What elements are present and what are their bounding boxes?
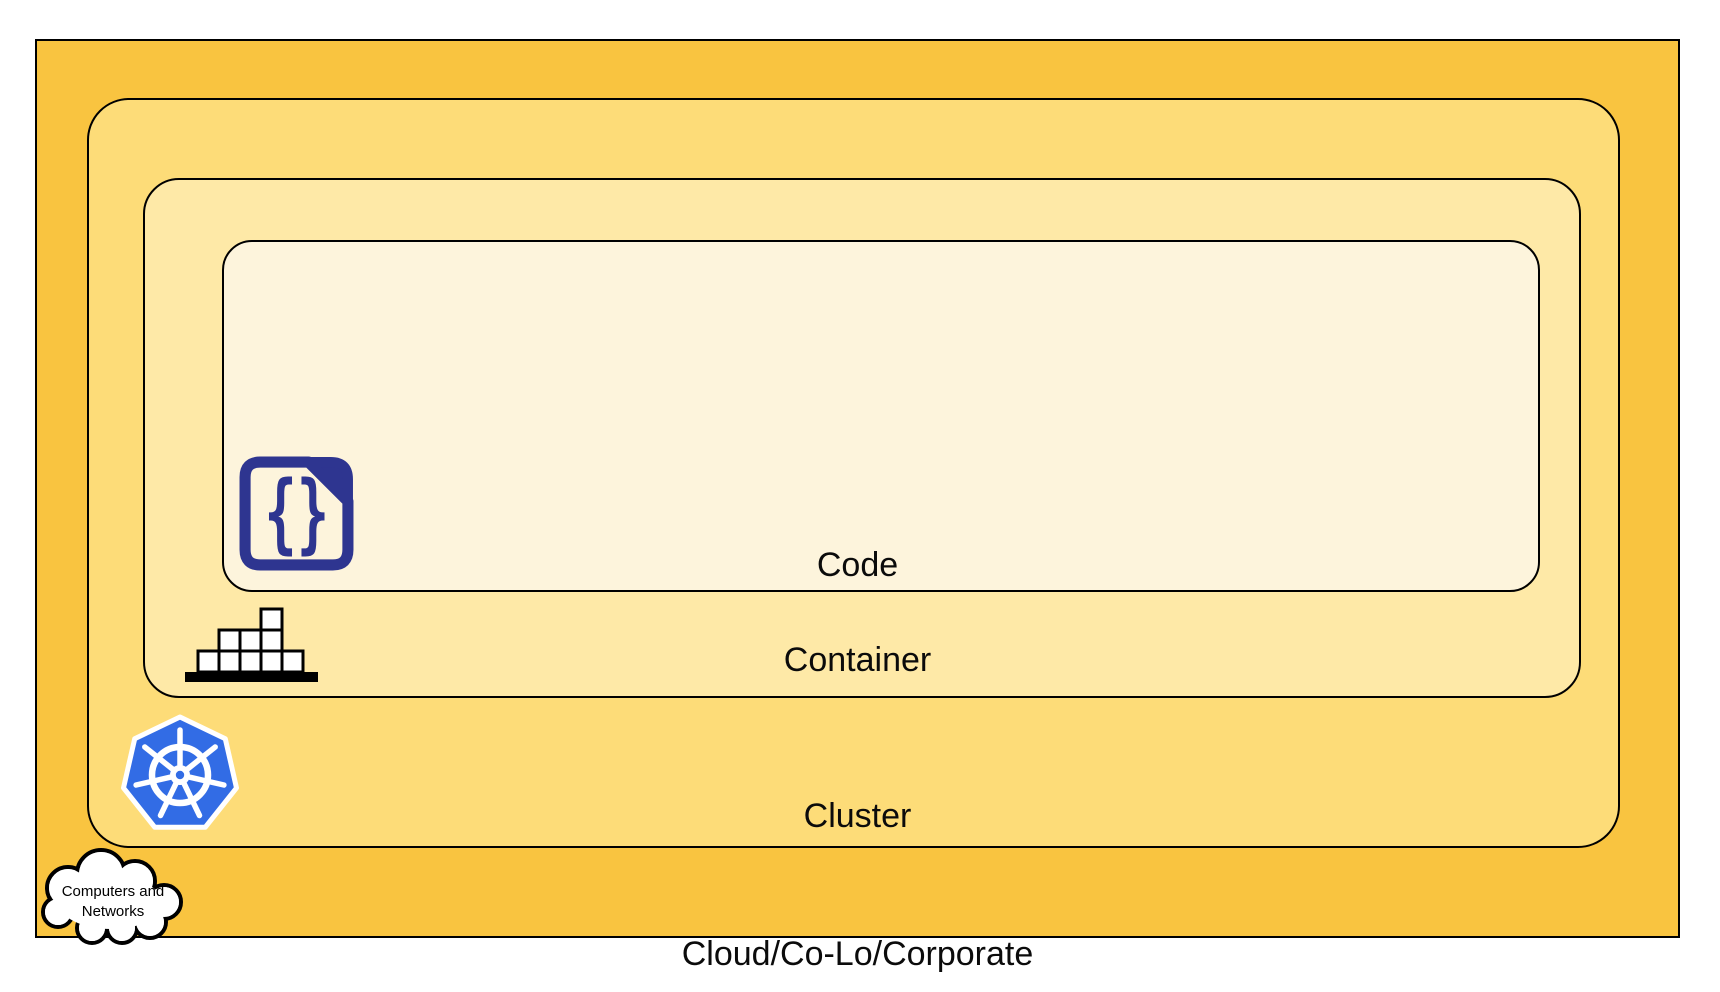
container-stack-icon	[185, 607, 318, 682]
code-file-icon: {}	[239, 456, 354, 571]
container-label: Container	[783, 641, 932, 679]
curly-braces-glyph: {}	[264, 463, 329, 564]
computers-networks-cloud: Computers and Networks	[41, 848, 183, 945]
datacenter-label: Cloud/Co-Lo/Corporate Datacenter	[35, 869, 1680, 992]
layer-code	[222, 240, 1540, 592]
code-label: Code	[816, 546, 899, 584]
cloud-label-line2: Networks	[82, 903, 145, 920]
kubernetes-icon	[121, 714, 239, 830]
cloud-icon	[41, 848, 183, 945]
cloud-label-line1: Computers and	[62, 883, 165, 900]
cluster-label: Cluster	[803, 797, 912, 835]
datacenter-label-line1: Cloud/Co-Lo/Corporate	[681, 935, 1034, 973]
